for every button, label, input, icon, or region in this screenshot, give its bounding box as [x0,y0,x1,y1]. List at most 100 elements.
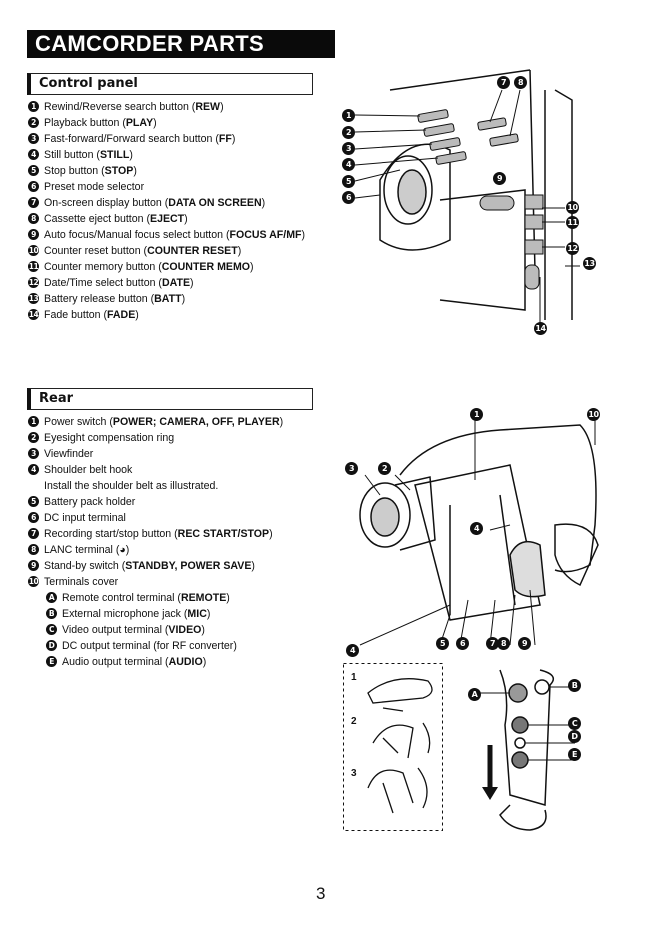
callout-label: 9 [518,637,531,650]
number-badge-icon: E [46,656,57,667]
item-text-pre: Shoulder belt hook [44,464,133,476]
number-badge-icon: 9 [28,560,39,571]
item-text-pre: DC output terminal (for RF converter) [62,640,237,652]
item-text-pre: Date/Time select button ( [44,277,162,289]
rear-illustration [359,420,599,646]
callout-label: 7 [486,637,499,650]
item-text-post: ) [190,277,194,289]
item-text: Remote control terminal (REMOTE) [62,590,230,606]
list-item: 2 Eyesight compensation ring [28,430,313,446]
callout-label: 8 [497,637,510,650]
item-text-pre: Cassette eject button ( [44,213,150,225]
list-item: 6 Preset mode selector [28,179,313,195]
item-text: Eyesight compensation ring [44,430,174,446]
list-item: 3 Viewfinder [28,446,313,462]
item-text-post: ) [301,229,306,241]
list-item: D DC output terminal (for RF converter) [28,638,313,654]
number-badge-icon: D [46,640,57,651]
item-text-post: ) [181,293,186,305]
number-badge-icon: 3 [28,448,39,459]
number-badge-icon: C [46,624,57,635]
item-text-pre: Terminals cover [44,576,119,588]
number-badge-icon: 6 [28,181,39,192]
item-text-bold: REC START/STOP [177,528,270,540]
item-text-post: ) [202,656,207,668]
callout-label: 1 [342,109,355,122]
callout-label: 10 [587,408,600,421]
item-text: Viewfinder [44,446,93,462]
item-text: On-screen display button (DATA ON SCREEN… [44,195,265,211]
item-text: Power switch (POWER; CAMERA, OFF, PLAYER… [44,414,283,430]
item-text-post: ) [220,101,224,113]
number-badge-icon: 4 [28,464,39,475]
callout-label: E [568,748,581,761]
list-item: 11 Counter memory button (COUNTER MEMO) [28,259,313,275]
belt-step-3: 3 [351,768,357,779]
item-text-pre: DC input terminal [44,512,126,524]
number-badge-icon: 3 [28,133,39,144]
number-badge-icon: 10 [28,245,39,256]
item-text-bold: COUNTER MEMO [161,261,251,273]
item-text-post: ) [133,165,137,177]
item-text-bold: ◕ [119,544,126,556]
callout-label: 12 [566,242,579,255]
item-text: Audio output terminal (AUDIO) [62,654,206,670]
item-text-pre: Audio output terminal ( [62,656,169,668]
shoulder-belt-inset [343,663,443,831]
item-text-post: ) [135,309,139,321]
list-item: E Audio output terminal (AUDIO) [28,654,313,670]
item-text-bold: FOCUS AF/MF [229,229,302,241]
item-text-post: ) [125,544,130,556]
callout-label: 3 [342,142,355,155]
item-text-bold: COUNTER RESET [147,245,238,257]
item-text-pre: Preset mode selector [44,181,145,193]
number-badge-icon: 11 [28,261,39,272]
callout-label: 4 [342,158,355,171]
item-text-bold: DATA ON SCREEN [168,197,262,209]
item-text: Stand-by switch (STANDBY, POWER SAVE) [44,558,255,574]
item-text-post: ) [279,416,284,428]
item-text-pre: Stop button ( [44,165,105,177]
number-badge-icon: 2 [28,432,39,443]
number-badge-icon: 6 [28,512,39,523]
item-text-bold: PLAY [125,117,154,129]
item-text-bold: BATT [154,293,182,305]
item-text-pre: On-screen display button ( [44,197,169,209]
callout-label: 4 [346,644,359,657]
belt-step-2: 2 [351,716,357,727]
item-text: Counter memory button (COUNTER MEMO) [44,259,254,275]
number-badge-icon: 1 [28,416,39,427]
item-text-pre: External microphone jack ( [62,608,188,620]
item-text-pre: Battery pack holder [44,496,136,508]
item-text: Battery release button (BATT) [44,291,185,307]
shoulder-belt-note: Install the shoulder belt as illustrated… [44,480,219,492]
terminals-illustration [480,669,580,831]
item-text-pre: Fade button ( [44,309,108,321]
item-text-pre: Counter memory button ( [44,261,162,273]
page-title: CAMCORDER PARTS NAMES [27,30,335,84]
item-text-pre: Rewind/Reverse search button ( [44,101,196,113]
item-text-bold: FF [218,133,232,145]
item-text-pre: Playback button ( [44,117,126,129]
item-text-post: ) [153,117,157,129]
callout-label: 1 [470,408,483,421]
item-text: Counter reset button (COUNTER RESET) [44,243,241,259]
item-text-bold: STOP [104,165,134,177]
number-badge-icon: 14 [28,309,39,320]
list-item: 2 Playback button (PLAY) [28,115,313,131]
number-badge-icon: 4 [28,149,39,160]
item-text-pre: Recording start/stop button ( [44,528,178,540]
item-text-post: ) [226,592,230,604]
number-badge-icon: 2 [28,117,39,128]
item-text: External microphone jack (MIC) [62,606,210,622]
